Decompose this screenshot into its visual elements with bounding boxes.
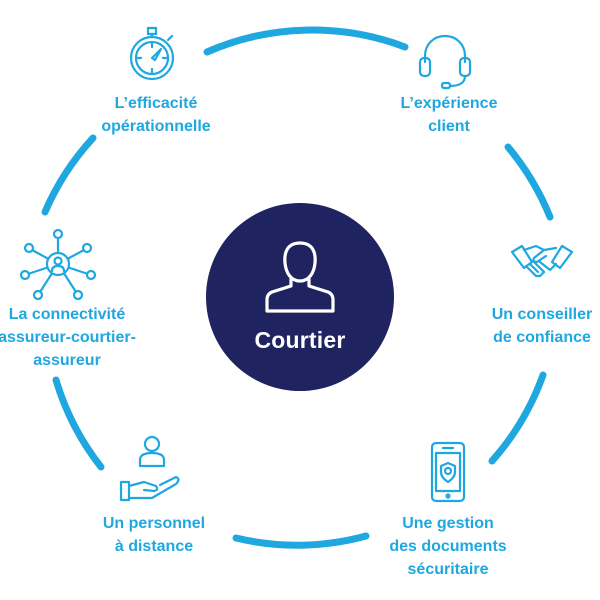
label-line: des documents [389,538,507,555]
handshake-icon [510,244,574,278]
ring-segment-bottom [232,532,370,549]
label-line: La connectivité [8,306,126,323]
network-icon [20,228,96,300]
ring-segment-upper-left [41,134,97,216]
node-label-efficacite: L’efficacité opérationnelle [86,92,226,138]
center-label: Courtier [254,327,346,353]
headset-icon [418,34,472,90]
label-line: Un personnel [102,515,206,532]
label-line: Une gestion [402,515,494,532]
stopwatch-icon [129,26,175,81]
label-line: de confiance [493,329,591,346]
ring-segment-lower-left [52,376,105,471]
label-line: sécuritaire [407,561,489,578]
label-line: assureur-courtier- [0,329,136,346]
node-label-personnel: Un personnel à distance [84,512,224,558]
label-line: assureur [33,352,101,369]
hand-person-icon [119,435,180,502]
node-label-experience: L’expérience client [379,92,519,138]
node-label-documents: Une gestion des documents sécuritaire [378,512,518,581]
label-line: L’expérience [400,95,498,112]
label-line: client [428,118,470,135]
label-line: à distance [114,538,194,555]
person-icon [265,241,335,313]
node-label-connectivite: La connectivité assureur-courtier- assur… [0,303,142,372]
label-line: opérationnelle [101,118,211,135]
center-hub: Courtier [206,203,394,391]
secure-phone-icon [430,441,466,503]
label-line: Un conseiller [491,306,593,323]
node-label-conseiller: Un conseiller de confiance [472,303,600,349]
ring-segment-upper-right [504,143,554,221]
ring-segment-lower-right [488,371,547,465]
label-line: L’efficacité [114,95,198,112]
ring-segment-top [203,26,409,56]
